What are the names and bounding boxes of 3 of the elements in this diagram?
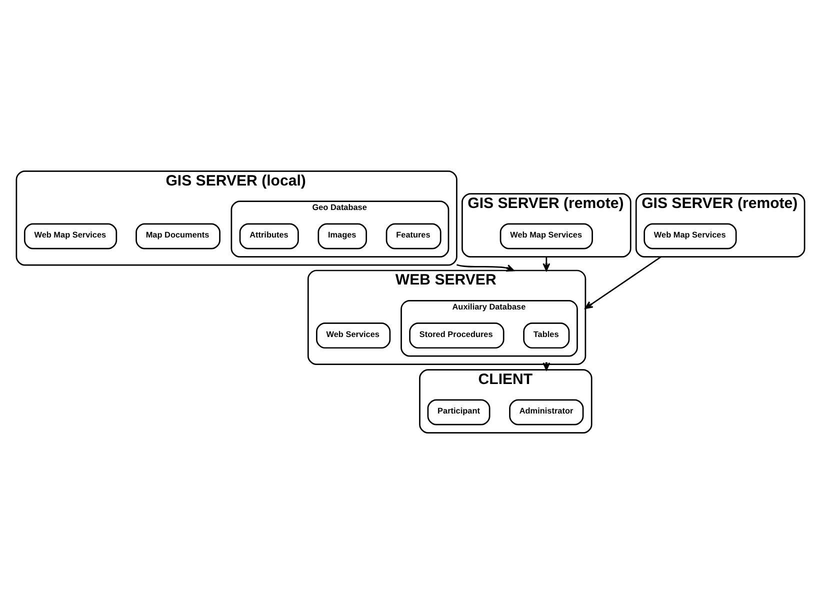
arrow — [456, 264, 514, 272]
arrow — [584, 256, 662, 308]
arrow — [542, 256, 550, 271]
